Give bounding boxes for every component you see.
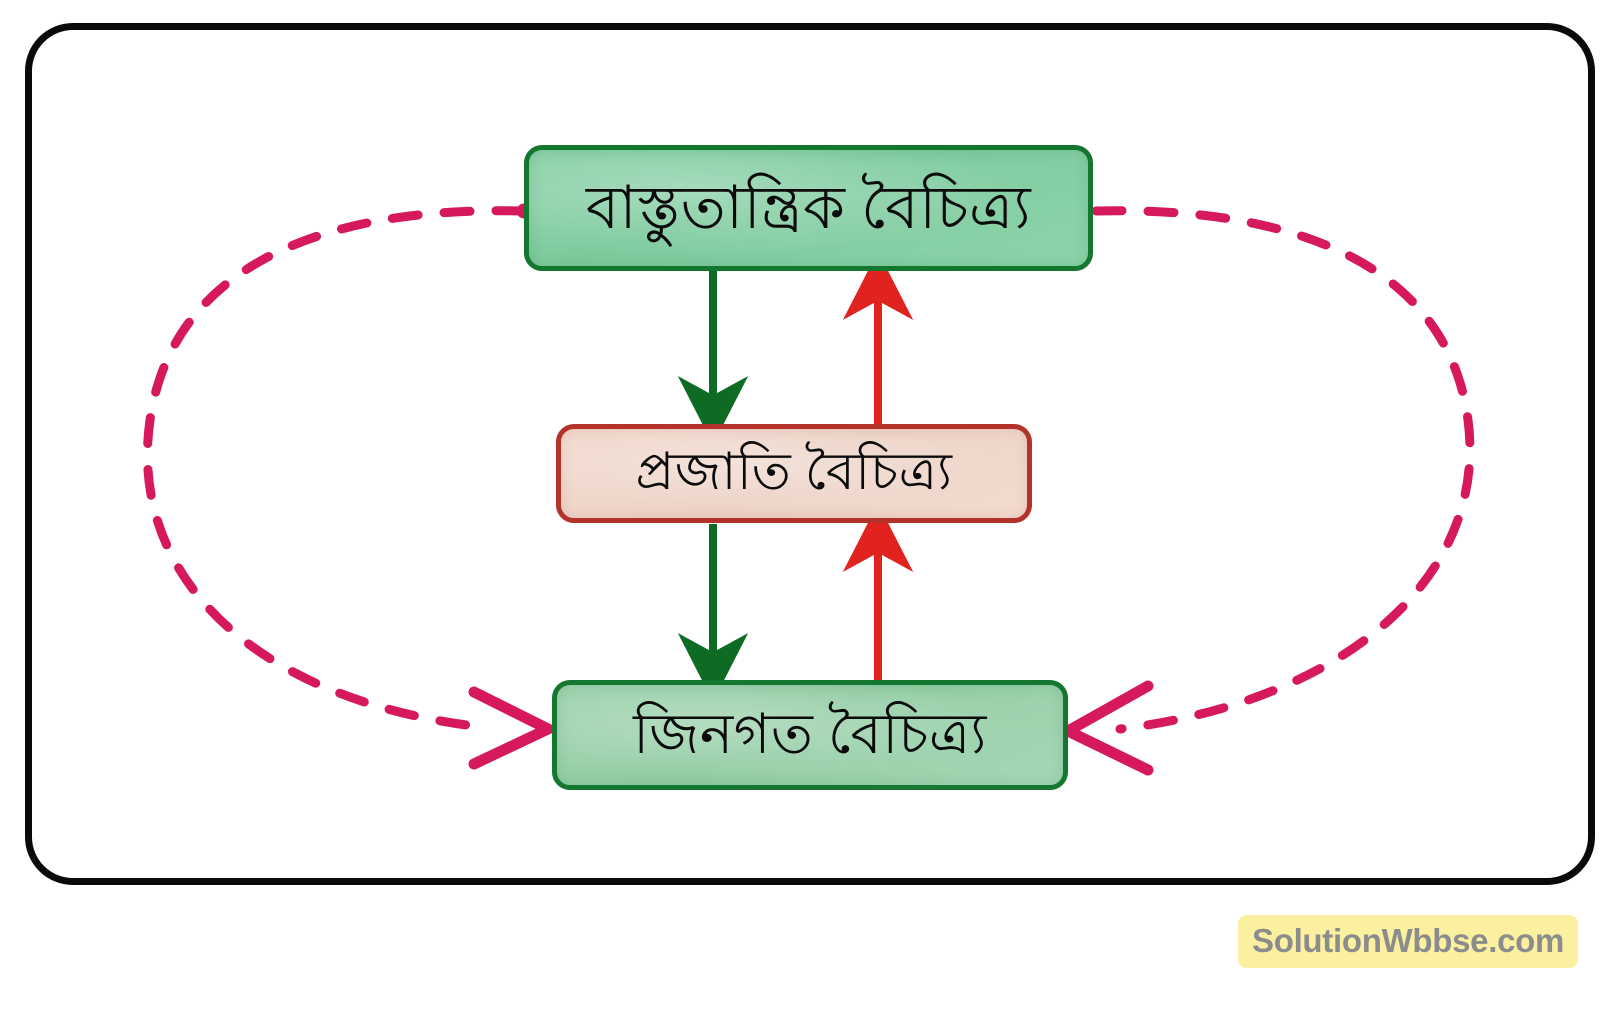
node-species-diversity-label: প্রজাতি বৈচিত্র্য — [635, 444, 953, 502]
node-ecosystem-diversity[interactable]: বাস্তুতান্ত্রিক বৈচিত্র্য — [524, 145, 1093, 271]
node-genetic-diversity[interactable]: জিনগত বৈচিত্র্য — [552, 680, 1068, 790]
node-ecosystem-diversity-label: বাস্তুতান্ত্রিক বৈচিত্র্য — [585, 174, 1032, 241]
watermark-badge: SolutionWbbse.com — [1238, 915, 1579, 968]
diagram-frame — [25, 23, 1595, 885]
node-species-diversity[interactable]: প্রজাতি বৈচিত্র্য — [556, 424, 1032, 523]
node-genetic-diversity-label: জিনগত বৈচিত্র্য — [633, 703, 987, 766]
